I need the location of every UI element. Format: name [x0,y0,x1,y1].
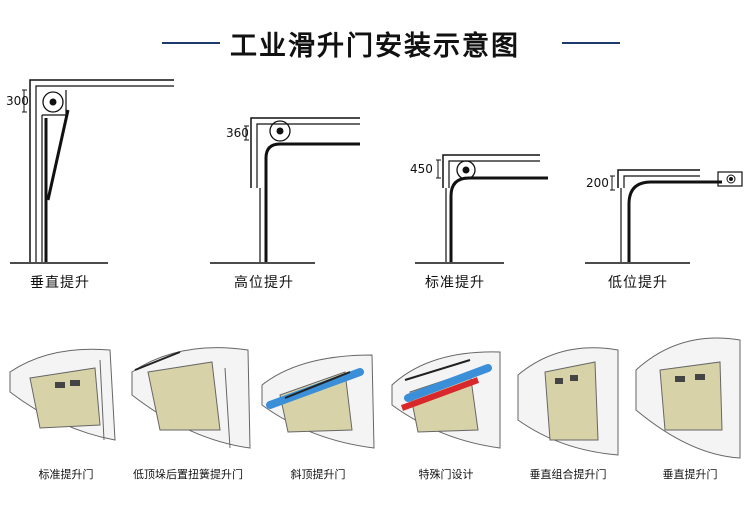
lift-type-label: 标准提升 [425,275,485,291]
dimension-label: 360 [226,126,249,140]
lift-type-label: 高位提升 [234,275,294,291]
door-illustration-2 [131,347,251,449]
vertical-lift-diagram [22,79,174,262]
door-type-label: 低顶垛后置扭簧提升门 [133,468,243,481]
title-decor-line-right [562,42,620,44]
door-type-label: 垂直提升门 [662,468,718,481]
door-illustration-4 [391,351,501,449]
door-illustration-6 [635,337,741,459]
lift-type-label: 垂直提升 [30,275,90,291]
lift-type-label: 低位提升 [608,275,668,291]
low-lift-diagram [610,169,743,262]
title-decor-line-left [162,42,220,44]
dimension-label: 200 [586,176,609,190]
page-title: 工业滑升门安装示意图 [230,31,520,62]
door-type-label: 特殊门设计 [418,468,474,481]
door-illustration-5 [517,347,619,456]
standard-lift-diagram [436,154,548,262]
door-illustration-1 [9,348,116,441]
door-illustration-3 [261,354,375,449]
dimension-label: 300 [6,94,29,108]
door-type-label: 垂直组合提升门 [529,468,607,481]
high-lift-diagram [244,117,360,262]
door-type-label: 斜顶提升门 [290,468,346,481]
title-row: 工业滑升门安装示意图 [0,22,750,62]
door-type-label: 标准提升门 [38,468,94,481]
dimension-label: 450 [410,162,433,176]
